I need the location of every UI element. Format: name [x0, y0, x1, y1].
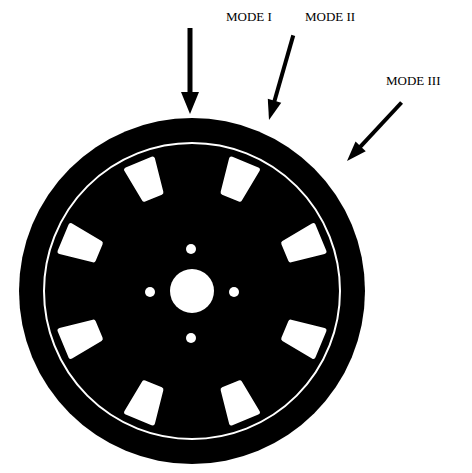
mode-label: MODE I: [226, 10, 272, 23]
bolt-hole: [186, 244, 196, 254]
tire: [19, 118, 365, 464]
load-arrow: [181, 28, 199, 114]
rim-edge: [44, 143, 340, 439]
rim-slots: [60, 159, 324, 423]
center-hole: [170, 269, 214, 313]
mode-label: MODE III: [386, 74, 441, 87]
bolt-hole: [186, 333, 196, 343]
load-arrow: [262, 33, 300, 121]
mode-label: MODE II: [305, 10, 355, 23]
bolt-hole: [145, 287, 155, 297]
bolt-hole: [229, 287, 239, 297]
load-arrow: [342, 98, 407, 166]
